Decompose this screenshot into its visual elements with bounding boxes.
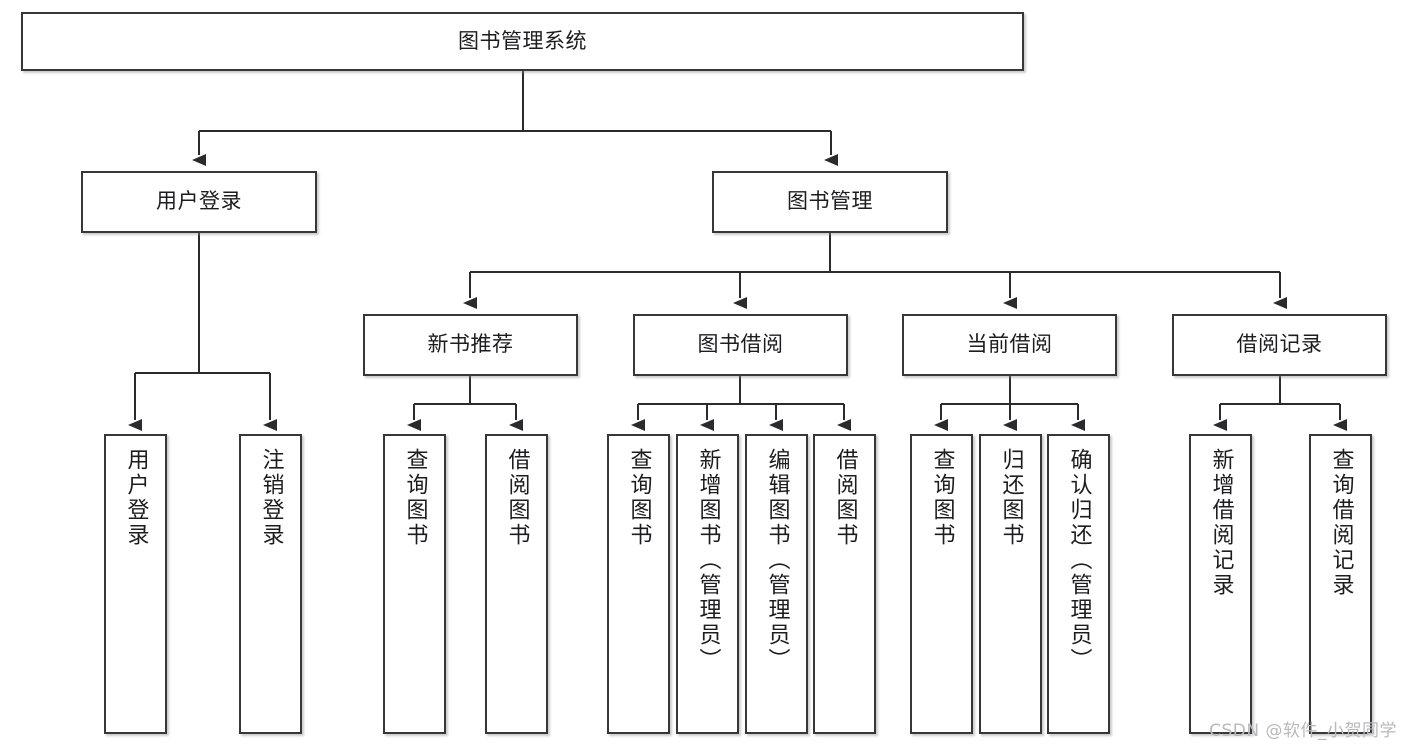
leaf-logout-login-label: 注销登录 [258, 448, 284, 548]
node-current-borrow-label: 当前借阅 [966, 332, 1053, 357]
leaf-query-book-2[interactable]: 查询图书 [607, 434, 670, 734]
leaf-confirm-return[interactable]: 确认归还（管理员） [1047, 434, 1110, 734]
leaf-confirm-return-label: 确认归还（管理员） [1066, 448, 1092, 673]
node-borrow-record[interactable]: 借阅记录 [1172, 314, 1387, 376]
leaf-return-book[interactable]: 归还图书 [979, 434, 1042, 734]
leaf-edit-book-label: 编辑图书（管理员） [764, 448, 790, 673]
node-book-manage-label: 图书管理 [787, 189, 873, 214]
leaf-query-book-3-label: 查询图书 [929, 448, 955, 548]
leaf-query-book-1-label: 查询图书 [402, 448, 428, 548]
leaf-add-record[interactable]: 新增借阅记录 [1189, 434, 1252, 734]
node-book-borrow[interactable]: 图书借阅 [633, 314, 848, 376]
node-user-login[interactable]: 用户登录 [81, 171, 317, 233]
leaf-query-book-2-label: 查询图书 [626, 448, 652, 548]
node-new-book-recommend[interactable]: 新书推荐 [363, 314, 578, 376]
leaf-logout-login[interactable]: 注销登录 [239, 434, 302, 734]
leaf-user-login-label: 用户登录 [123, 448, 149, 548]
leaf-add-record-label: 新增借阅记录 [1208, 448, 1234, 598]
leaf-edit-book[interactable]: 编辑图书（管理员） [745, 434, 808, 734]
leaf-borrow-book-1[interactable]: 借阅图书 [485, 434, 548, 734]
node-root[interactable]: 图书管理系统 [21, 12, 1024, 71]
leaf-borrow-book-2[interactable]: 借阅图书 [813, 434, 876, 734]
node-book-borrow-label: 图书借阅 [697, 332, 784, 357]
leaf-user-login[interactable]: 用户登录 [104, 434, 167, 734]
leaf-query-book-1[interactable]: 查询图书 [383, 434, 446, 734]
leaf-return-book-label: 归还图书 [998, 448, 1024, 548]
node-current-borrow[interactable]: 当前借阅 [902, 314, 1117, 376]
node-user-login-label: 用户登录 [156, 189, 242, 214]
node-borrow-record-label: 借阅记录 [1236, 332, 1323, 357]
leaf-query-record-label: 查询借阅记录 [1328, 448, 1354, 598]
leaf-add-book[interactable]: 新增图书（管理员） [676, 434, 739, 734]
node-root-label: 图书管理系统 [458, 28, 587, 53]
watermark: CSDN @软件_小贺同学 [1209, 721, 1397, 741]
leaf-borrow-book-2-label: 借阅图书 [832, 448, 858, 548]
leaf-add-book-label: 新增图书（管理员） [695, 448, 721, 673]
node-new-book-recommend-label: 新书推荐 [427, 332, 514, 357]
leaf-borrow-book-1-label: 借阅图书 [504, 448, 530, 548]
leaf-query-record[interactable]: 查询借阅记录 [1309, 434, 1372, 734]
leaf-query-book-3[interactable]: 查询图书 [910, 434, 973, 734]
node-book-manage[interactable]: 图书管理 [712, 171, 948, 233]
